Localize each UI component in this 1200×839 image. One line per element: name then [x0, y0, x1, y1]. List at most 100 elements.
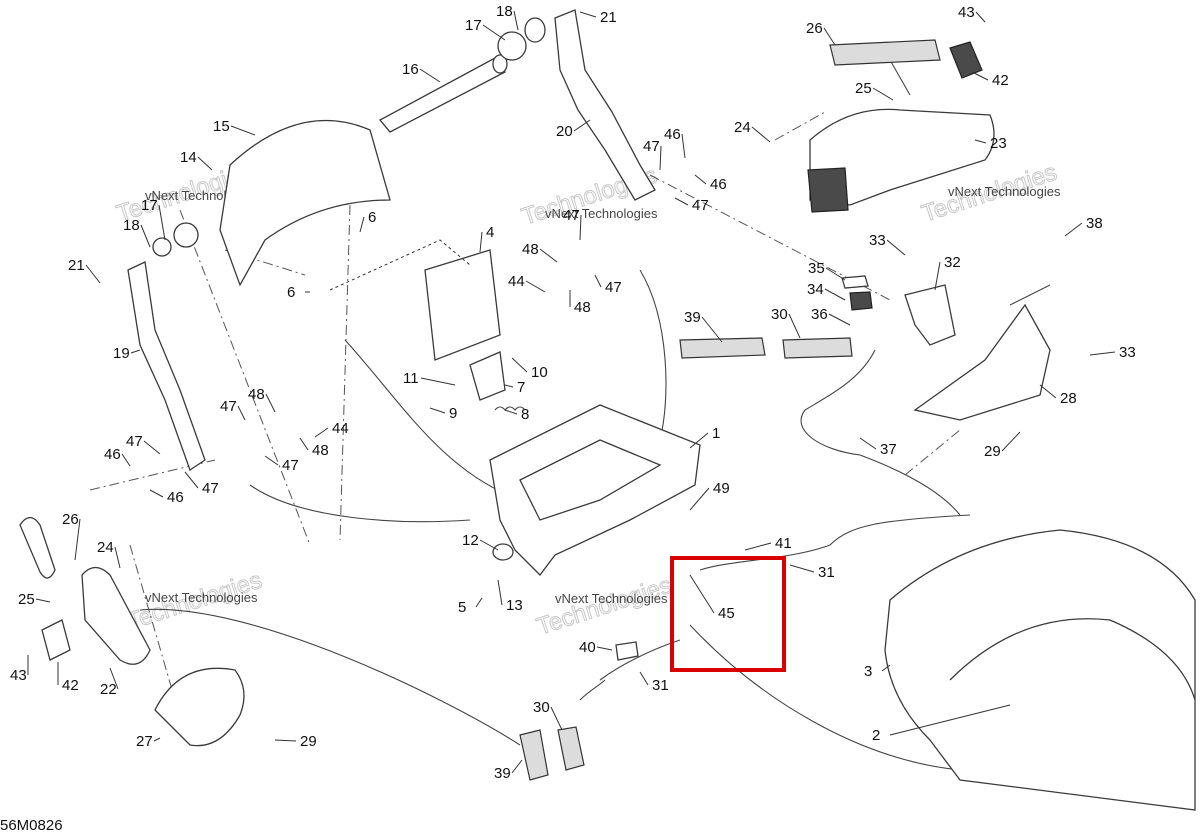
- callout-leader: [74, 518, 81, 561]
- part-22-handle-left: [81, 566, 151, 665]
- callout-leader: [681, 133, 686, 159]
- callout-leader: [35, 598, 51, 603]
- callout-leader: [694, 174, 707, 185]
- callout-c6a: 6: [368, 209, 376, 226]
- callout-leader: [504, 384, 514, 388]
- part-27-cover-left: [154, 667, 245, 747]
- callout-leader: [264, 455, 279, 466]
- callout-c42a: 42: [62, 677, 79, 694]
- part-32-bracket: [904, 284, 956, 346]
- callout-leader: [1039, 384, 1057, 399]
- callout-leader: [429, 407, 446, 414]
- part-31-wiring: [579, 349, 971, 701]
- callout-leader: [1001, 431, 1021, 452]
- part-4-plate: [329, 239, 501, 361]
- callout-leader: [359, 216, 365, 233]
- callout-leader: [482, 24, 506, 41]
- callout-c19: 19: [113, 345, 130, 362]
- callout-leader: [824, 288, 846, 301]
- part-28-handle-right: [913, 303, 1051, 421]
- callout-c48a: 48: [248, 386, 265, 403]
- part-30-grip-bottom: [557, 726, 585, 771]
- callout-leader: [971, 71, 989, 81]
- callout-c43a: 43: [10, 667, 27, 684]
- callout-c5: 5: [458, 599, 466, 616]
- callout-c31b: 31: [652, 677, 669, 694]
- callout-c21b: 21: [68, 257, 85, 274]
- callout-leader: [594, 274, 602, 288]
- callout-leader: [511, 759, 523, 774]
- callout-c26b: 26: [806, 20, 823, 37]
- callout-leader: [479, 539, 499, 551]
- callout-c44b: 44: [508, 273, 525, 290]
- callout-c31a: 31: [818, 564, 835, 581]
- callout-leader: [130, 349, 141, 354]
- callout-c25b: 25: [855, 80, 872, 97]
- callout-leader: [299, 437, 309, 451]
- part-26-grip-right: [829, 39, 941, 66]
- part-42-pad-left: [41, 619, 71, 661]
- callout-c39b: 39: [494, 765, 511, 782]
- callout-leader: [689, 432, 709, 449]
- callout-c45: 45: [718, 605, 735, 622]
- callout-c37: 37: [880, 441, 897, 458]
- callout-c24b: 24: [734, 119, 751, 136]
- callout-c32: 32: [944, 254, 961, 271]
- callout-leader: [513, 10, 519, 31]
- callout-c34: 34: [807, 281, 824, 298]
- callout-leader: [744, 542, 772, 551]
- callout-leader: [140, 224, 151, 248]
- callout-c43b: 43: [958, 4, 975, 21]
- callout-leader: [504, 409, 518, 415]
- watermark-big: Technologies: [534, 572, 676, 641]
- callout-leader: [420, 377, 456, 386]
- callout-leader: [701, 316, 723, 343]
- callout-leader: [475, 597, 483, 608]
- callout-leader: [539, 248, 558, 263]
- part-12-bushing: [492, 543, 514, 561]
- callout-c16: 16: [402, 61, 419, 78]
- callout-c47e: 47: [643, 138, 660, 155]
- part-26-grip-left: [19, 516, 56, 579]
- callout-c23: 23: [990, 135, 1007, 152]
- watermark-small: vNext Technologies: [555, 591, 668, 606]
- callout-c12: 12: [462, 532, 479, 549]
- callout-c48c: 48: [522, 241, 539, 258]
- callout-c1: 1: [712, 425, 720, 442]
- callout-c24a: 24: [97, 539, 114, 556]
- callout-c28: 28: [1060, 390, 1077, 407]
- callout-leader: [788, 313, 801, 339]
- callout-leader: [1064, 222, 1083, 237]
- callout-leader: [823, 27, 836, 46]
- callout-c11: 11: [403, 370, 419, 387]
- highlight-box: [670, 556, 786, 672]
- callout-c39a: 39: [684, 309, 701, 326]
- callout-leader: [550, 706, 563, 731]
- callout-leader: [419, 68, 441, 83]
- callout-leader: [1089, 351, 1116, 356]
- callout-leader: [789, 564, 815, 573]
- callout-c3: 3: [864, 663, 872, 680]
- callout-leader: [751, 126, 771, 143]
- callout-c8: 8: [521, 406, 529, 423]
- callout-leader: [497, 579, 503, 606]
- part-17-18-washers-left: [152, 222, 199, 257]
- callout-c35: 35: [808, 260, 825, 277]
- callout-c36: 36: [811, 306, 828, 323]
- callout-leader: [85, 264, 101, 284]
- callout-c6b: 6: [287, 284, 295, 301]
- callout-c42b: 42: [992, 72, 1009, 89]
- callout-leader: [230, 125, 256, 136]
- callout-leader: [828, 313, 851, 326]
- watermark-small: vNext Technologies: [145, 590, 258, 605]
- callout-leader: [158, 204, 166, 241]
- callout-c26a: 26: [62, 511, 79, 528]
- callout-c14: 14: [180, 149, 197, 166]
- callout-c48d: 48: [574, 299, 591, 316]
- callout-labels: 1234566789101112131415161717181819202121…: [10, 3, 1136, 782]
- callout-leader: [975, 11, 986, 23]
- callout-leader: [197, 156, 213, 171]
- callout-leader: [579, 214, 582, 241]
- callout-leader: [596, 646, 613, 651]
- callout-leader: [149, 489, 164, 498]
